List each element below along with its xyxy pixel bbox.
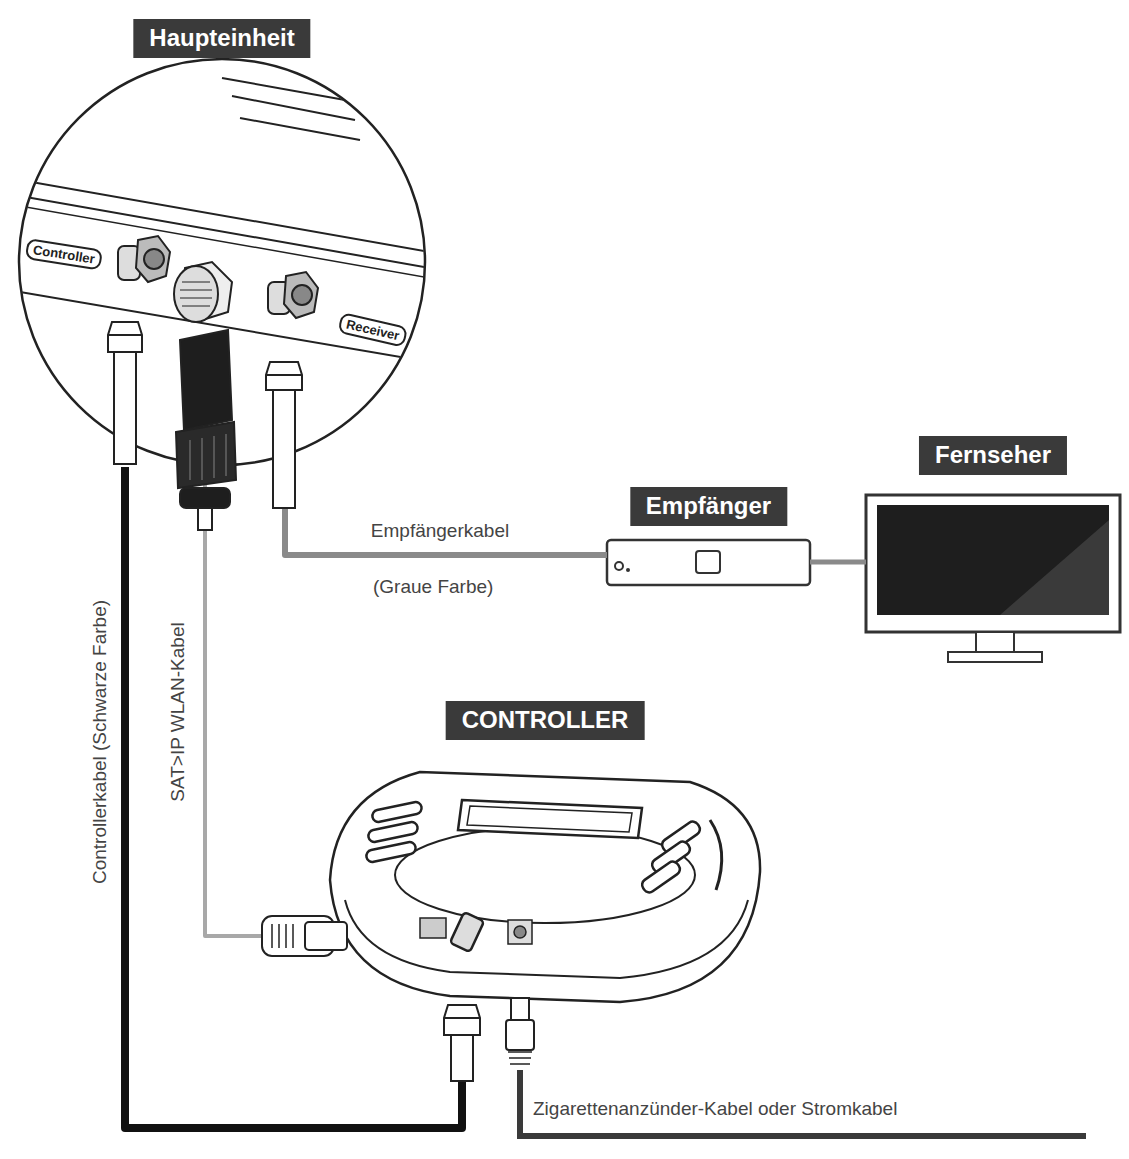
- cable-label: Zigarettenanzünder-Kabel oder Stromkabel: [530, 1098, 900, 1120]
- receiver: Empfänger: [607, 540, 810, 585]
- cable-label: SAT>IP WLAN-Kabel: [167, 619, 189, 804]
- device-heading: Empfänger: [630, 487, 787, 526]
- device-heading: CONTROLLER: [446, 701, 645, 740]
- cable-color-note: (Graue Farbe): [370, 576, 496, 598]
- detail-circle: [19, 59, 425, 465]
- tv-cable: [810, 560, 866, 565]
- cable-label: Empfängerkabel: [368, 520, 512, 542]
- satip-cable: [205, 467, 330, 936]
- receiver-box: [607, 540, 810, 585]
- receiver-cable: [285, 467, 607, 555]
- controller-plugs: [262, 916, 534, 1081]
- unit-plugs: [108, 322, 302, 530]
- device-heading: Haupteinheit: [133, 19, 310, 58]
- controller: CONTROLLER: [330, 745, 760, 1080]
- tv-set: [866, 495, 1120, 662]
- television: Fernseher: [866, 495, 1120, 632]
- housing-lines: [20, 78, 430, 362]
- unit-sockets: [118, 236, 318, 322]
- controller-cable: [125, 467, 462, 1128]
- power-cable: [520, 1070, 1086, 1136]
- cable-label: Controllerkabel (Schwarze Farbe): [89, 597, 111, 887]
- device-heading: Fernseher: [919, 436, 1067, 475]
- controller-device: [330, 772, 760, 1002]
